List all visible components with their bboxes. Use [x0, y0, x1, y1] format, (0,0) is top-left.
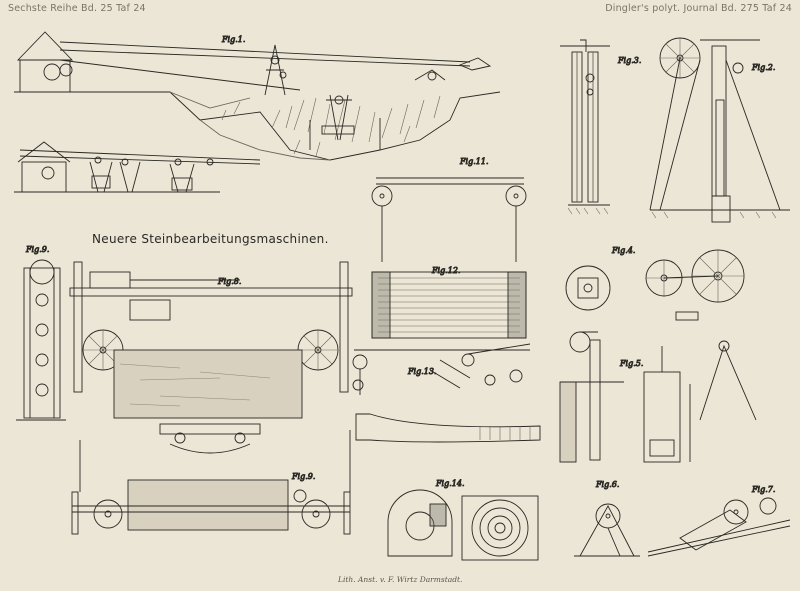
plate-header-right: Dingler's polyt. Journal Bd. 275 Taf 24 [605, 3, 792, 14]
fig11-label: Fig.11. [459, 157, 489, 166]
fig3-gantry: Fig.3. [560, 39, 642, 215]
fig12-gang-saw: Fig.12. [371, 266, 527, 339]
fig10-vertical-frame: Fig.9. [16, 245, 66, 421]
fig2-wheel-derrick: Fig.2. [649, 37, 790, 223]
fig8-saw-frame: Fig.8. [69, 261, 353, 454]
fig1-quarry-cableway: Fig.1. [14, 31, 501, 161]
fig1-label: Fig.1. [221, 35, 245, 44]
fig9-traveling-saw: Fig.9. [71, 430, 351, 535]
fig1-lower-trestles [14, 141, 261, 193]
fig7-incline-saw: Fig.7. [647, 485, 791, 557]
fig13-cable-guide: Fig.13. [352, 343, 531, 395]
fig3-label: Fig.3. [617, 56, 641, 65]
fig11-sheave-beam: Fig.11. [371, 157, 527, 262]
fig8-label: Fig.8. [217, 277, 241, 286]
fig2-label: Fig.2. [751, 63, 775, 72]
fig4-label: Fig.4. [611, 246, 635, 255]
fig14-section: Fig.14. [387, 479, 539, 561]
fig5-label: Fig.5. [619, 359, 643, 368]
plate-title: Neuere Steinbearbeitungsmaschinen. [92, 232, 329, 246]
plate-footer: Lith. Anst. v. F. Wirtz Darmstadt. [338, 575, 463, 584]
fig9-label: Fig.9. [291, 472, 315, 481]
fig13-label: Fig.13. [407, 367, 437, 376]
fig13-lower-profile [355, 413, 541, 443]
fig6-label: Fig.6. [595, 480, 619, 489]
fig10-label: Fig.9. [25, 245, 49, 254]
fig12-label: Fig.12. [431, 266, 461, 275]
fig14-label: Fig.14. [435, 479, 465, 488]
fig7-label: Fig.7. [751, 485, 775, 494]
fig6-tripod-hoist: Fig.6. [574, 480, 640, 557]
fig4-pulley-wheels: Fig.4. [565, 246, 745, 321]
plate-header-left: Sechste Reihe Bd. 25 Taf 24 [8, 3, 146, 14]
fig5-shaft-hoist: Fig.5. [559, 331, 757, 463]
